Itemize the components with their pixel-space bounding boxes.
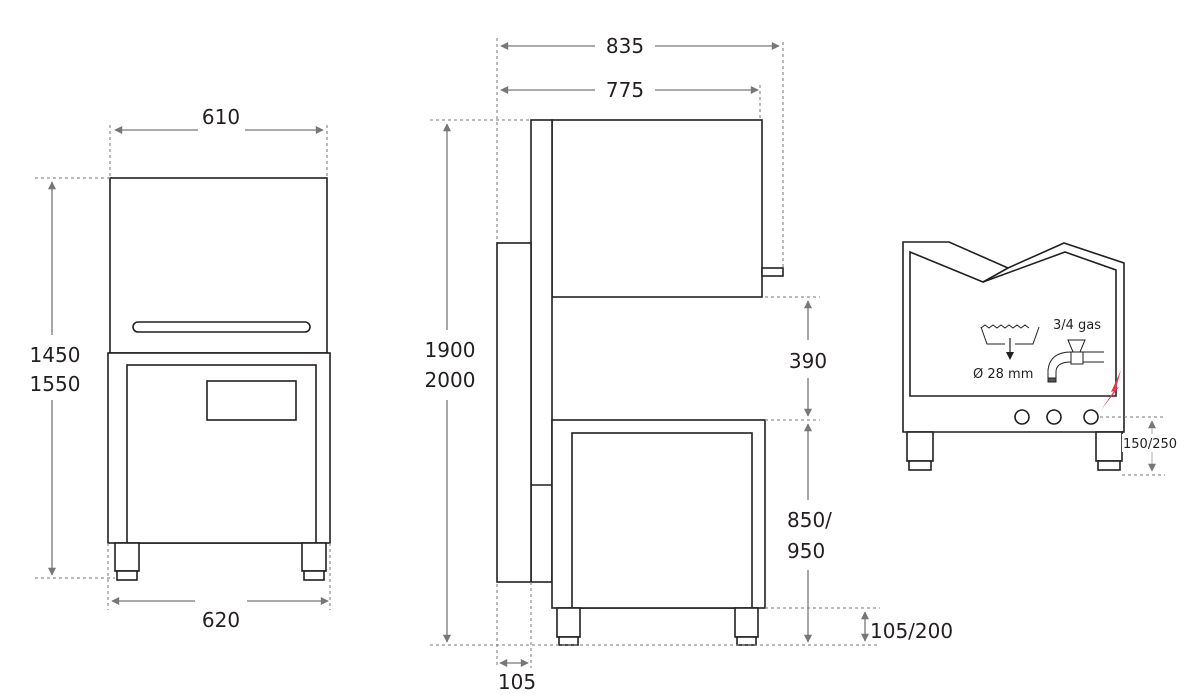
drain-basin-icon bbox=[980, 324, 1030, 329]
control-panel bbox=[206, 380, 297, 421]
table-height-label-a: 850/ bbox=[787, 508, 832, 532]
side-height-label-b: 2000 bbox=[425, 368, 476, 392]
side-view: 835 775 1900 2000 390 850/ 950 105/200 1… bbox=[425, 34, 954, 694]
hood-handle bbox=[132, 321, 311, 333]
side-height-label-a: 1900 bbox=[425, 338, 476, 362]
door-panel bbox=[496, 242, 532, 583]
feet-height-label: 105/200 bbox=[870, 619, 953, 643]
front-width-bottom-label: 620 bbox=[202, 608, 240, 632]
drain-label: Ø 28 mm bbox=[973, 367, 1033, 382]
connection-port bbox=[1014, 409, 1030, 425]
table-height-label-b: 950 bbox=[787, 539, 825, 563]
depth-body-label: 775 bbox=[606, 78, 644, 102]
front-height-label-b: 1550 bbox=[30, 372, 81, 396]
connection-view: Ø 28 mm 3/4 gas 150/250 bbox=[902, 241, 1178, 476]
connection-port bbox=[1083, 409, 1099, 425]
connection-height-label: 150/250 bbox=[1123, 437, 1177, 452]
gas-label: 3/4 gas bbox=[1053, 318, 1101, 333]
depth-total-label: 835 bbox=[606, 34, 644, 58]
hood-side bbox=[551, 119, 763, 298]
gas-valve-icon bbox=[1047, 339, 1104, 383]
column bbox=[530, 119, 553, 583]
front-width-top-label: 610 bbox=[202, 105, 240, 129]
gap-label: 390 bbox=[789, 349, 827, 373]
connection-port bbox=[1046, 409, 1062, 425]
front-view: 610 1450 1550 620 bbox=[30, 105, 331, 632]
front-height-label-a: 1450 bbox=[30, 343, 81, 367]
door-depth-label: 105 bbox=[498, 670, 536, 694]
